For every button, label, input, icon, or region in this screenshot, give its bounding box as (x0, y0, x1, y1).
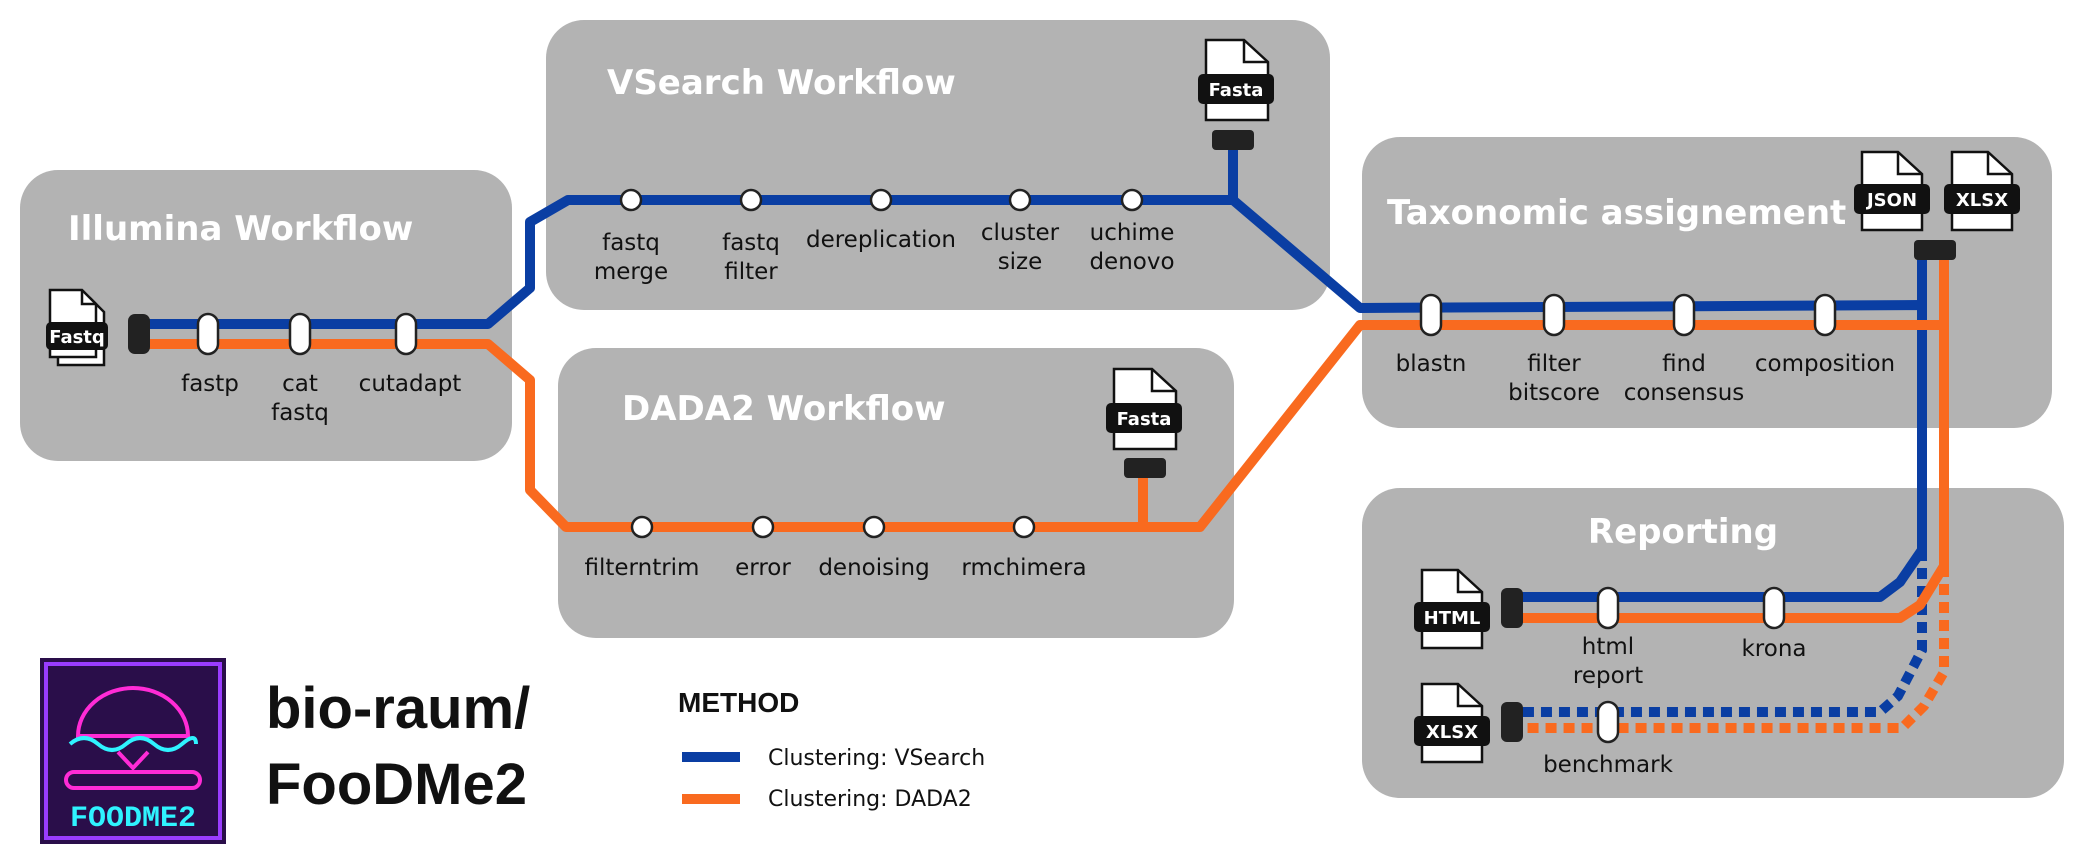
station-krona (1762, 586, 1786, 630)
station-uchime-denovo (1120, 188, 1144, 212)
station-fastq-filter (739, 188, 763, 212)
fastq-file-label: Fastq (49, 327, 105, 348)
station-cutadapt (394, 312, 418, 356)
xlsx-taxonomic-file-icon: XLSX (1944, 150, 2020, 232)
step-label-krona: krona (1741, 636, 1806, 662)
step-label-uchime-denovo-1: uchime (1090, 220, 1175, 246)
step-label-filter-bitscore-1: filter (1527, 351, 1581, 377)
station-filter-bitscore (1542, 293, 1566, 337)
legend-vsearch-label: Clustering: VSearch (768, 746, 985, 771)
legend-title: METHOD (678, 687, 799, 718)
step-label-uchime-denovo-2: denovo (1089, 249, 1174, 275)
dada2-fasta-cap (1124, 458, 1166, 478)
vsearch-workflow-title: VSearch Workflow (607, 63, 956, 103)
step-label-cluster-size-2: size (998, 249, 1043, 275)
step-label-benchmark: benchmark (1543, 752, 1674, 778)
station-composition (1813, 293, 1837, 337)
vsearch-fasta-file-icon: Fasta (1198, 38, 1274, 122)
xlsx-taxonomic-file-label: XLSX (1956, 190, 2008, 211)
json-file-icon: JSON (1854, 150, 1930, 232)
station-blastn (1419, 293, 1443, 337)
html-report-cap (1501, 588, 1523, 628)
vsearch-fasta-cap (1212, 130, 1254, 150)
step-label-filterntrim: filterntrim (585, 555, 700, 581)
step-label-composition: composition (1755, 351, 1895, 377)
fastq-file-icon: Fastq (46, 288, 108, 367)
dada2-benchmark-line (1510, 566, 1949, 733)
step-label-find-consensus-1: find (1662, 351, 1706, 377)
html-file-label: HTML (1424, 608, 1481, 629)
dada2-fasta-file-icon: Fasta (1106, 367, 1182, 451)
taxonomic-output-cap (1914, 240, 1956, 260)
json-file-label: JSON (1865, 190, 1917, 211)
step-label-fastq-filter-2: filter (724, 259, 778, 285)
dada2-workflow-title: DADA2 Workflow (622, 389, 946, 429)
dada2-fasta-file-label: Fasta (1117, 409, 1172, 430)
step-label-fastq-merge-2: merge (594, 259, 668, 285)
illumina-workflow-box (20, 170, 512, 461)
illumina-start-cap (128, 314, 150, 354)
benchmark-cap (1501, 702, 1523, 742)
step-label-cat-fastq-1: cat (282, 371, 318, 397)
step-label-filter-bitscore-2: bitscore (1508, 380, 1600, 406)
station-benchmark (1596, 700, 1620, 744)
step-label-find-consensus-2: consensus (1624, 380, 1745, 406)
step-label-dereplication: dereplication (806, 227, 956, 253)
html-file-icon: HTML (1414, 568, 1490, 650)
vsearch-benchmark-line (1510, 550, 1927, 717)
vsearch-fasta-file-label: Fasta (1209, 80, 1264, 101)
illumina-workflow-title: Illumina Workflow (68, 209, 413, 249)
xlsx-report-file-icon: XLSX (1414, 682, 1490, 764)
step-label-blastn: blastn (1396, 351, 1467, 377)
xlsx-report-file-label: XLSX (1426, 722, 1478, 743)
station-error (751, 515, 775, 539)
step-label-rmchimera: rmchimera (961, 555, 1086, 581)
dada2-workflow-box (558, 348, 1234, 638)
step-label-cutadapt: cutadapt (359, 371, 462, 397)
dada2-route-line (135, 320, 1949, 623)
vsearch-workflow-box (546, 20, 1330, 310)
step-label-fastq-merge-1: fastq (602, 230, 660, 256)
step-label-denoising: denoising (818, 555, 929, 581)
station-fastp (196, 312, 220, 356)
step-label-html-report-2: report (1573, 663, 1643, 689)
step-label-cluster-size-1: cluster (981, 220, 1060, 246)
logo-text: FOODME2 (70, 802, 196, 836)
vsearch-route-line (135, 195, 1927, 602)
station-html-report (1596, 586, 1620, 630)
step-label-fastp: fastp (181, 371, 239, 397)
station-cat-fastq (288, 312, 312, 356)
station-denoising (862, 515, 886, 539)
station-cluster-size (1008, 188, 1032, 212)
foodme2-logo: FOODME2 (40, 658, 226, 844)
step-label-html-report-1: html (1582, 634, 1634, 660)
reporting-box (1362, 488, 2064, 798)
station-dereplication (869, 188, 893, 212)
step-label-error: error (735, 555, 791, 581)
station-find-consensus (1672, 293, 1696, 337)
legend-dada2-label: Clustering: DADA2 (768, 787, 972, 812)
taxonomic-assignement-title: Taxonomic assignement (1387, 193, 1846, 233)
step-label-cat-fastq-2: fastq (271, 400, 329, 426)
reporting-title: Reporting (1588, 512, 1778, 552)
step-label-fastq-filter-1: fastq (722, 230, 780, 256)
brand-line-1: bio-raum/ (266, 676, 530, 741)
brand-line-2: FooDMe2 (266, 752, 527, 817)
station-rmchimera (1012, 515, 1036, 539)
station-fastq-merge (619, 188, 643, 212)
station-filterntrim (630, 515, 654, 539)
